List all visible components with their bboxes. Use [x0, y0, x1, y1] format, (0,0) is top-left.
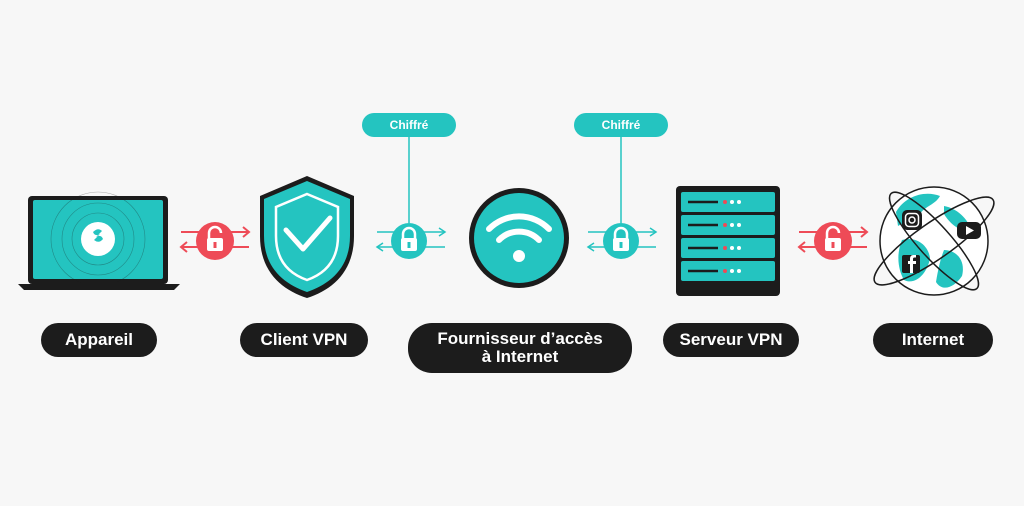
unencrypted-link-2 — [797, 222, 869, 260]
laptop-icon — [18, 191, 180, 290]
vpn-server-label: Serveur VPN — [663, 323, 799, 357]
wifi-icon — [469, 188, 569, 288]
isp-label-line-1: Fournisseur d’accès — [437, 329, 603, 348]
facebook-icon — [902, 255, 920, 273]
encrypted-tag-1: Chiffré — [362, 113, 456, 137]
open-lock-icon — [814, 222, 852, 260]
server-icon — [676, 186, 780, 296]
device-label: Appareil — [41, 323, 157, 357]
open-lock-icon — [196, 222, 234, 260]
isp-label: Fournisseur d’accès à Internet — [408, 323, 632, 373]
globe-icon — [873, 186, 995, 296]
vpn-client-label: Client VPN — [240, 323, 368, 357]
encrypted-link-2 — [586, 137, 658, 259]
lock-icon — [391, 223, 427, 259]
youtube-icon — [957, 222, 981, 239]
encrypted-link-1 — [375, 137, 447, 259]
internet-label: Internet — [873, 323, 993, 357]
shield-icon — [260, 176, 354, 298]
lock-icon — [603, 223, 639, 259]
isp-label-line-2: à Internet — [481, 347, 559, 366]
unencrypted-link-1 — [179, 222, 251, 260]
instagram-icon — [902, 210, 922, 230]
encrypted-tag-2: Chiffré — [574, 113, 668, 137]
